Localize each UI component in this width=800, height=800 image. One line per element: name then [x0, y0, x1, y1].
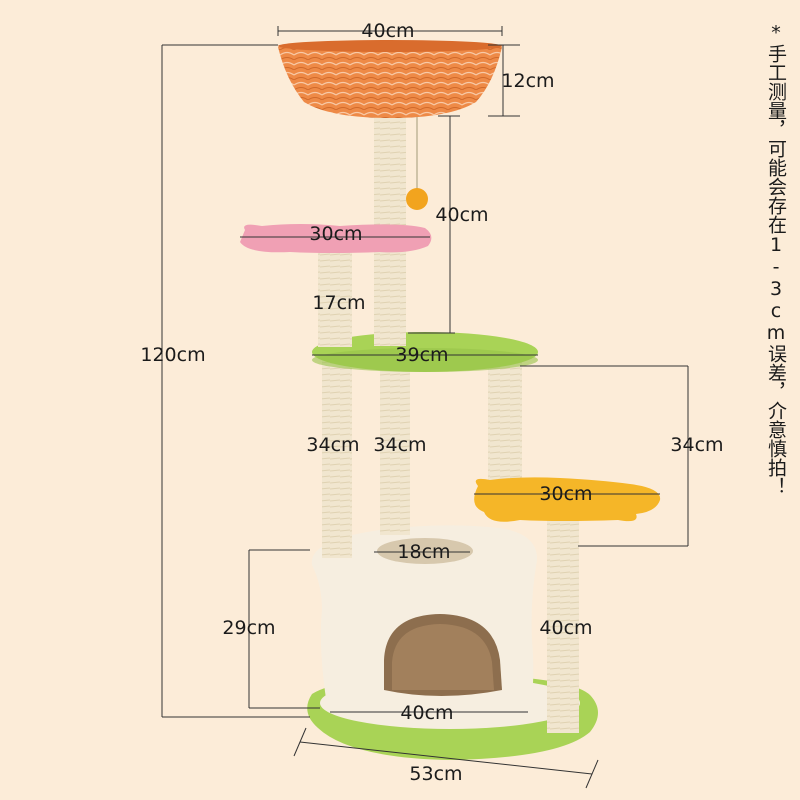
measurement-disclaimer: *手工测量，可能会存在1-3cm误差，介意慎拍！	[765, 22, 787, 496]
pink-pad-post	[318, 252, 352, 347]
dim-top-post-height: 40cm	[435, 204, 488, 226]
dim-yellow-pad-width: 30cm	[539, 483, 592, 505]
center-post	[380, 365, 410, 535]
dimension-lines	[161, 26, 689, 789]
dim-total-height: 120cm	[140, 344, 205, 366]
dim-house-opening: 18cm	[397, 541, 450, 563]
dim-house-width: 40cm	[400, 702, 453, 724]
dim-right-section-height: 34cm	[670, 434, 723, 456]
yellow-pad-post	[547, 505, 579, 733]
dim-pink-post-height: 17cm	[312, 292, 365, 314]
dim-left-post-height: 34cm	[306, 434, 359, 456]
dim-green-platform-width: 39cm	[395, 344, 448, 366]
green-platform	[312, 332, 538, 372]
toy-ball	[406, 188, 428, 210]
dim-base-width: 53cm	[409, 763, 462, 785]
yellow-flower-pad	[474, 477, 661, 522]
left-post	[322, 360, 352, 558]
dim-basket-height: 12cm	[501, 70, 554, 92]
dim-yellow-post-height: 40cm	[539, 617, 592, 639]
dim-center-post-height: 34cm	[373, 434, 426, 456]
top-basket	[278, 40, 502, 118]
pink-flower-pad	[240, 224, 432, 253]
dim-pink-pad-width: 30cm	[309, 223, 362, 245]
cat-house	[311, 525, 538, 725]
dim-house-height: 29cm	[222, 617, 275, 639]
dim-basket-width: 40cm	[361, 20, 414, 42]
